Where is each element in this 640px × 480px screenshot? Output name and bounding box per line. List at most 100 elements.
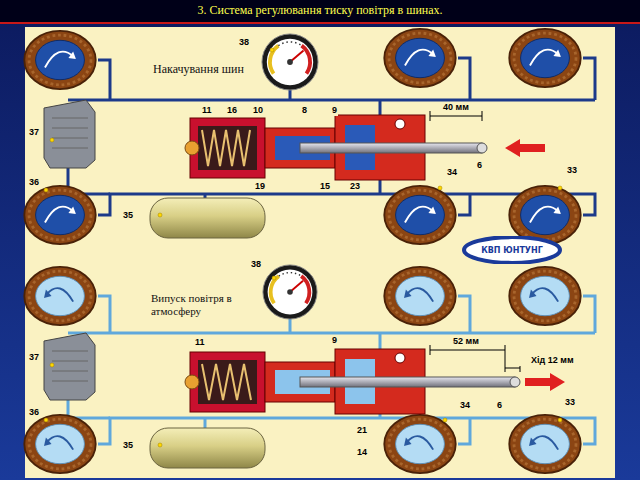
- callout-number: 34: [459, 400, 471, 411]
- tire: [24, 31, 95, 89]
- callout-dot: [158, 443, 162, 447]
- pipe: [379, 100, 382, 115]
- pipe: [379, 180, 382, 194]
- valve-rod: [300, 143, 482, 153]
- title-band: [0, 0, 640, 22]
- callout-number: 14: [356, 447, 368, 458]
- callout-dot: [44, 418, 48, 422]
- compressor: [44, 333, 95, 400]
- compressor-fins: [52, 351, 88, 381]
- logo-outline: [464, 237, 560, 263]
- pipe: [204, 194, 207, 198]
- tire: [509, 267, 580, 325]
- tire: [384, 29, 455, 87]
- callout-number: 36: [28, 177, 40, 188]
- logo-text: КВП ЮНТУНГ: [476, 244, 548, 257]
- pipe: [458, 194, 470, 215]
- logo-text-wrap: КВП ЮНТУНГ: [476, 244, 548, 257]
- pipe: [379, 414, 382, 418]
- callout-dot: [158, 213, 162, 217]
- compressors: [44, 100, 95, 400]
- compressor: [44, 100, 95, 168]
- callout-number: 10: [252, 105, 264, 116]
- title-rule: [0, 22, 640, 24]
- air-pipes-top: [68, 58, 595, 215]
- callout-number: 21: [356, 425, 368, 436]
- callout-number: 36: [28, 407, 40, 418]
- pipe: [289, 319, 292, 333]
- rod-end: [477, 143, 487, 153]
- callout-number: 37: [28, 352, 40, 363]
- valve-port: [395, 119, 405, 129]
- callout-number: 8: [301, 105, 308, 116]
- pipe: [458, 296, 470, 333]
- pipe: [98, 60, 110, 100]
- air-tank: [150, 428, 265, 468]
- callout-number: 11: [201, 105, 213, 116]
- valve-bottom: [185, 345, 565, 414]
- logo-badge: КВП ЮНТУНГ: [462, 236, 562, 264]
- callout-number: 33: [566, 165, 578, 176]
- callout-number: 6: [496, 400, 503, 411]
- spring: [202, 130, 250, 166]
- pressure-gauge: [263, 265, 317, 319]
- callout-dot: [558, 186, 562, 190]
- callout-number: 9: [331, 105, 338, 116]
- callout-dot: [270, 48, 274, 52]
- callout-number: 37: [28, 127, 40, 138]
- pressure-gauge: [262, 34, 318, 90]
- valve-top: [185, 111, 545, 180]
- callout-number: 6: [476, 160, 483, 171]
- rod-end: [510, 377, 520, 387]
- pipe: [204, 418, 207, 428]
- dimension-label: Хід 12 мм: [530, 355, 575, 365]
- tire: [384, 186, 455, 244]
- pipe: [68, 99, 595, 102]
- tire: [384, 415, 455, 473]
- callout-dots: [44, 48, 562, 447]
- callout-number: 16: [226, 105, 238, 116]
- callout-number: 35: [122, 210, 134, 221]
- spring-housing: [190, 118, 265, 178]
- spring-chamber: [198, 126, 257, 170]
- dimension-line: [430, 111, 482, 121]
- dimension-label: 40 мм: [442, 102, 470, 112]
- adjust-knob: [185, 141, 199, 155]
- dimension-label: 52 мм: [452, 336, 480, 346]
- mode-caption: Накачування шин: [152, 62, 245, 76]
- motion-arrow: [505, 139, 545, 157]
- callout-number: 35: [122, 440, 134, 451]
- tire: [509, 415, 580, 473]
- callout-number: 9: [331, 335, 338, 346]
- callout-dot: [272, 276, 276, 280]
- callout-dot: [44, 188, 48, 192]
- pipe: [458, 58, 470, 100]
- callout-number: 23: [349, 181, 361, 192]
- callout-dot: [558, 418, 562, 422]
- pipe: [583, 296, 595, 333]
- stroke-dimension: [505, 366, 520, 372]
- callout-dot: [438, 186, 442, 190]
- callout-number: 34: [446, 167, 458, 178]
- spring-chamber: [198, 360, 257, 404]
- tire: [509, 29, 580, 87]
- tanks: [150, 198, 265, 468]
- spring-housing: [190, 352, 265, 412]
- tire: [24, 267, 95, 325]
- tire: [24, 415, 95, 473]
- callout-dot: [443, 418, 447, 422]
- dimension-line: [430, 345, 505, 372]
- pipe: [289, 90, 292, 100]
- air-pipes-bottom: [68, 296, 595, 444]
- callout-dot: [50, 138, 54, 142]
- tires: [24, 29, 580, 473]
- pipe: [98, 296, 110, 333]
- pipe: [583, 58, 595, 100]
- mode-caption: Випуск повітря в атмосферу: [150, 292, 262, 318]
- callout-number: 15: [319, 181, 331, 192]
- adjust-knob: [185, 375, 199, 389]
- tire: [24, 186, 95, 244]
- compressor-fins: [52, 118, 88, 148]
- motion-arrow: [525, 373, 565, 391]
